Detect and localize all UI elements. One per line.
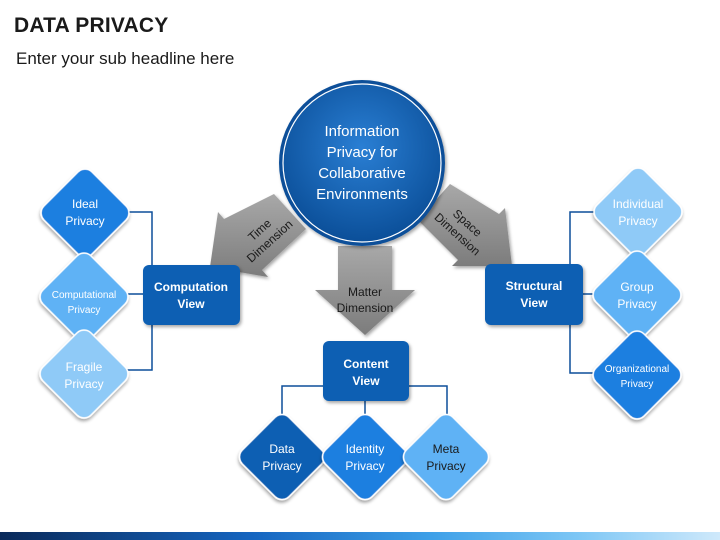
content-view-line-2: View [352, 374, 380, 388]
matter-arrow-label-2: Dimension [337, 301, 394, 315]
left-diamond-ideal-privacy: Ideal Privacy [40, 168, 130, 258]
bottom-diamond-identity-privacy: Identity Privacy [321, 413, 409, 501]
left-diamond-3-line-1: Fragile [66, 360, 103, 374]
center-line-2: Privacy for [327, 144, 398, 161]
content-view-box: Content View [323, 341, 409, 401]
right-diamond-1-line-2: Privacy [618, 214, 657, 228]
center-line-1: Information [324, 123, 399, 140]
computation-view-line-1: Computation [154, 280, 228, 294]
bottom-diamond-data-privacy: Data Privacy [238, 413, 326, 501]
page-title: DATA PRIVACY [14, 14, 169, 37]
center-line-4: Environments [316, 186, 408, 203]
center-line-3: Collaborative [318, 165, 406, 182]
left-diamond-fragile-privacy: Fragile Privacy [39, 329, 129, 419]
matter-arrow-label-1: Matter [348, 285, 382, 299]
left-diamond-1-line-2: Privacy [65, 214, 104, 228]
left-diamond-1-line-1: Ideal [72, 197, 98, 211]
space-dimension-arrow: Space Dimension [418, 184, 512, 266]
left-diamond-3-line-2: Privacy [64, 377, 103, 391]
bottom-diamond-3-line-1: Meta [433, 442, 460, 456]
content-view-line-1: Content [343, 357, 388, 371]
right-diamond-1-line-1: Individual [613, 197, 664, 211]
footer-gradient-bar [0, 532, 720, 540]
bottom-diamond-meta-privacy: Meta Privacy [402, 413, 490, 501]
right-diamond-3-line-1: Organizational [605, 364, 669, 375]
bottom-diamond-2-line-2: Privacy [345, 459, 384, 473]
right-diamond-group-privacy: Group Privacy [592, 250, 682, 340]
right-diamond-2-line-1: Group [620, 280, 654, 294]
right-diamond-individual-privacy: Individual Privacy [593, 167, 683, 257]
left-diamond-2-line-2: Privacy [68, 305, 101, 316]
right-diamond-2-line-2: Privacy [617, 297, 656, 311]
bottom-diamond-3-line-2: Privacy [426, 459, 465, 473]
matter-dimension-arrow: Matter Dimension [315, 246, 415, 335]
right-diamond-3-line-2: Privacy [621, 379, 654, 390]
computation-view-line-2: View [177, 297, 205, 311]
structural-view-box: Structural View [485, 264, 583, 325]
bottom-diamond-2-line-1: Identity [346, 442, 385, 456]
structural-view-line-1: Structural [506, 279, 563, 293]
bottom-diamond-1-line-1: Data [269, 442, 295, 456]
left-diamond-2-line-1: Computational [52, 290, 116, 301]
bottom-diamond-1-line-2: Privacy [262, 459, 301, 473]
structural-view-line-2: View [520, 296, 548, 310]
central-circle: Information Privacy for Collaborative En… [279, 80, 445, 246]
computation-view-box: Computation View [143, 265, 240, 325]
page-subtitle: Enter your sub headline here [16, 49, 235, 68]
right-diamond-organizational-privacy: Organizational Privacy [592, 330, 682, 420]
left-diamond-computational-privacy: Computational Privacy [39, 252, 129, 342]
